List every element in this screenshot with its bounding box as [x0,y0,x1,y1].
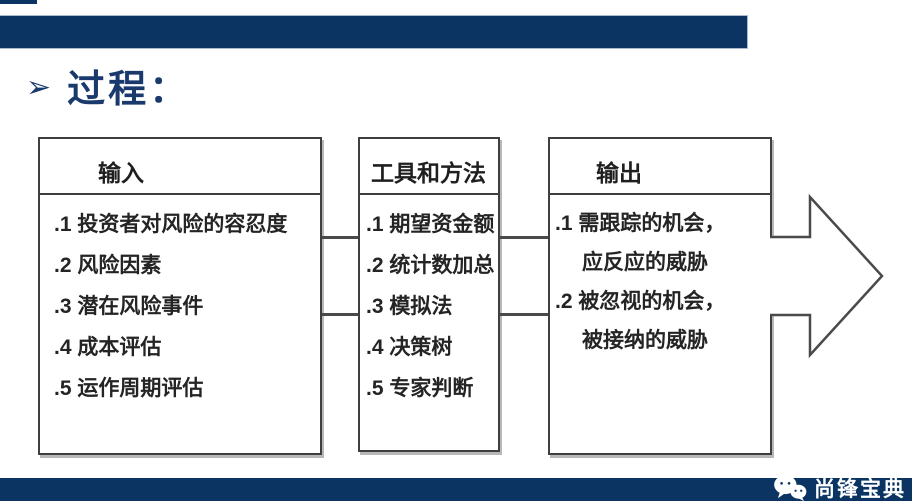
list-item: .4 成本评估 [54,336,162,359]
bottom-banner-bar [0,478,912,501]
input-box: 输入 .1 投资者对风险的容忍度 .2 风险因素 .3 潜在风险事件 .4 成本… [38,137,322,455]
list-item: .1 投资者对风险的容忍度 [54,213,288,236]
watermark-text: 尚锋宝典 [814,478,906,501]
list-item: .3 潜在风险事件 [54,295,204,318]
top-banner-bar [0,15,748,49]
list-item-continuation: 应反应的威胁 [582,251,708,274]
list-item: .4 决策树 [366,336,453,359]
tools-box: 工具和方法 .1 期望资金额 .2 统计数加总 .3 模拟法 .4 决策树 .5… [358,137,500,452]
page-title: ➢ 过程： [26,58,190,113]
arrow-bullet-icon: ➢ [26,70,52,104]
flow-arrow-icon [770,193,884,359]
list-item: .1 期望资金额 [366,213,495,236]
input-box-header: 输入 [40,139,320,195]
list-item-continuation: 被接纳的威胁 [582,329,708,352]
list-item: .1 需跟踪的机会， [555,212,726,235]
output-box: 输出 .1 需跟踪的机会， 应反应的威胁 .2 被忽视的机会， 被接纳的威胁 [548,137,772,455]
input-box-items: .1 投资者对风险的容忍度 .2 风险因素 .3 潜在风险事件 .4 成本评估 … [40,195,320,409]
list-item: .2 统计数加总 [366,254,495,277]
list-item: .3 模拟法 [366,295,453,318]
list-item: .2 风险因素 [54,254,162,277]
top-left-strip [0,0,37,4]
tools-box-items: .1 期望资金额 .2 统计数加总 .3 模拟法 .4 决策树 .5 专家判断 [360,195,498,409]
list-item: .5 运作周期评估 [54,377,204,400]
list-item: .2 被忽视的机会， [555,290,726,313]
tools-box-header: 工具和方法 [360,139,498,195]
connector-line [500,313,548,316]
watermark: 尚锋宝典 [773,472,906,504]
connector-line [322,313,358,316]
output-box-items: .1 需跟踪的机会， 应反应的威胁 .2 被忽视的机会， 被接纳的威胁 [550,195,770,360]
list-item: .5 专家判断 [366,377,474,400]
connector-line [322,236,358,239]
output-box-header: 输出 [550,139,770,195]
page-title-text: 过程： [67,66,191,111]
wechat-chat-bubbles-icon [774,475,807,502]
connector-line [500,236,548,239]
